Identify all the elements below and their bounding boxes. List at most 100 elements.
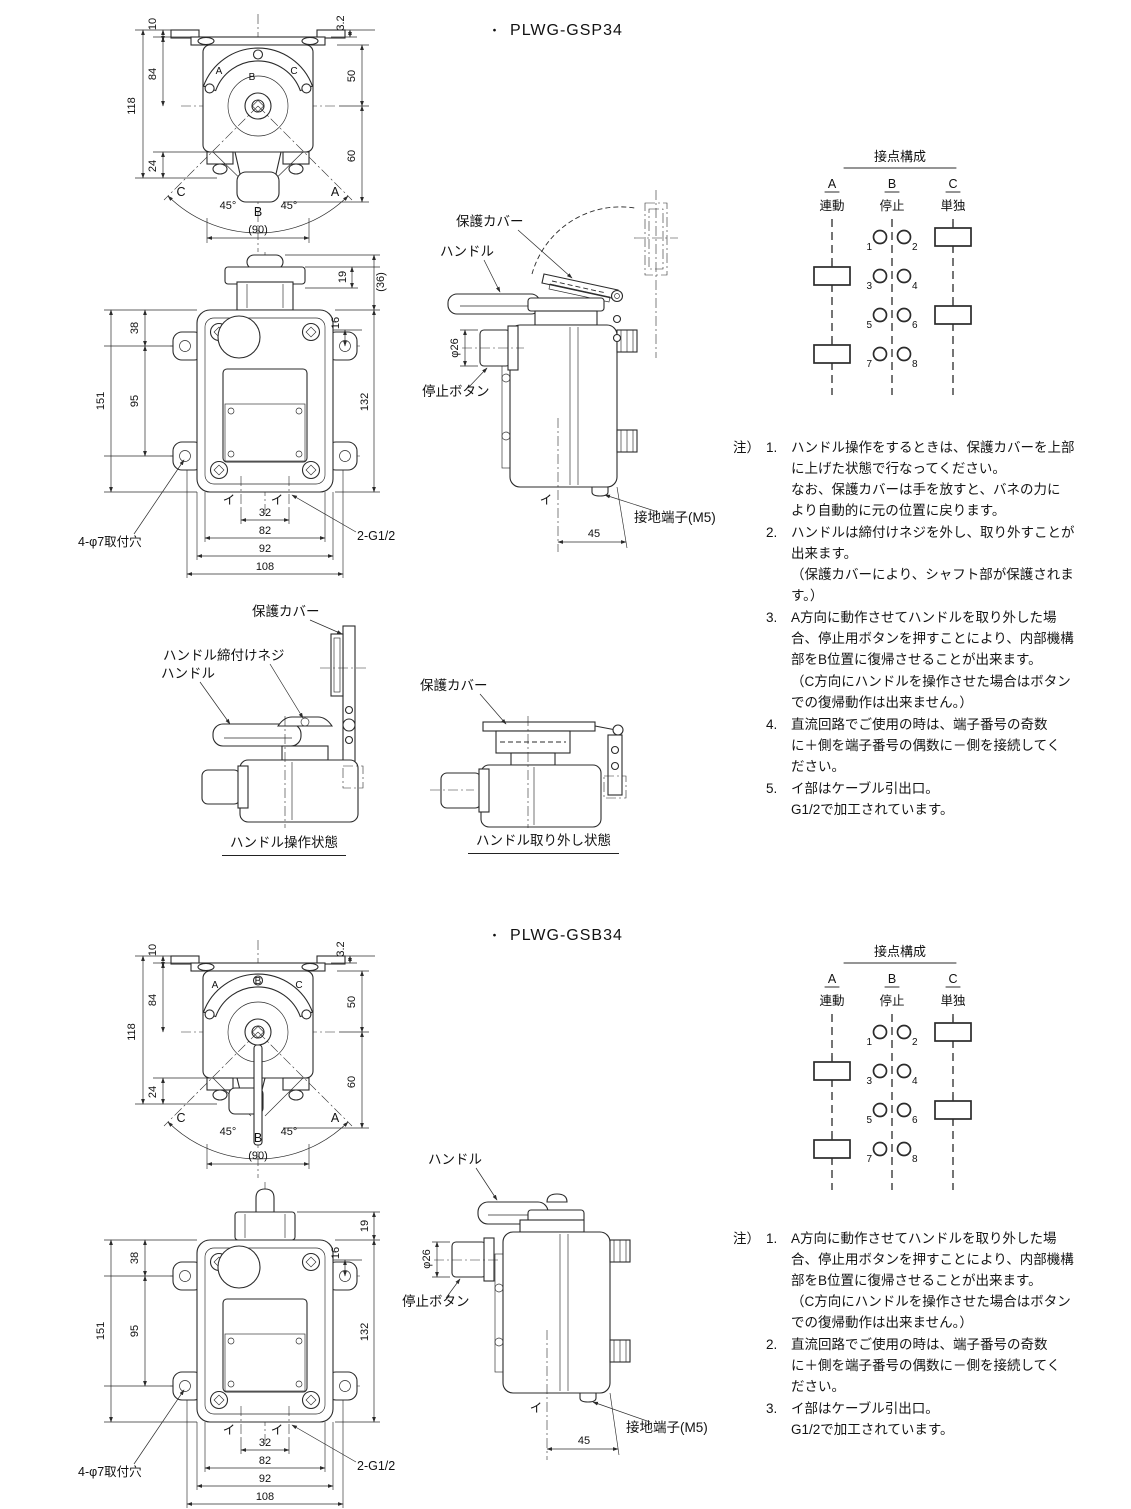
panel xyxy=(222,1298,308,1393)
device-outline xyxy=(430,716,627,828)
throw-fan: C A 45° B 45° xyxy=(163,1031,353,1160)
fan-label-a: A xyxy=(331,185,340,199)
dim-60: 60 xyxy=(346,150,358,162)
i-mark-left: イ xyxy=(223,493,236,507)
note-text: 直流回路でご使用の時は、端子番号の奇数 に＋側を端子番号の偶数に－側を接続してく… xyxy=(791,716,1061,774)
mount-hole-label: 4-φ7取付穴 xyxy=(78,1464,142,1479)
dim-38: 38 xyxy=(129,1252,141,1264)
terminal-1: 1 xyxy=(866,1037,872,1048)
contact-columns: 1 2 3 4 5 6 7 8 xyxy=(813,1014,972,1190)
callouts: 4-φ7取付穴 2-G1/2 xyxy=(78,459,395,549)
callouts: 保護カバー ハンドル φ26 停止ボタン イ 接地端子(M5) 45 xyxy=(422,214,716,549)
stop-button-label: 停止ボタン xyxy=(402,1293,470,1309)
note-item: 5.イ部はケーブル引出口。 G1/2で加工されています。 xyxy=(766,778,1113,820)
note-number: 1. xyxy=(766,1231,778,1246)
dim-118: 118 xyxy=(126,97,138,115)
i-mark: イ xyxy=(530,1401,543,1415)
contact-title: 接点構成 xyxy=(874,149,926,164)
note-text: ハンドルは締付けネジを外し、取り外すことが 出来ます。 （保護カバーにより、シャ… xyxy=(791,525,1075,604)
handle-removed-caption: ハンドル取り外し状態 xyxy=(468,829,619,854)
dim-84: 84 xyxy=(147,994,159,1006)
note-number: 3. xyxy=(766,1401,778,1417)
terminal-6: 6 xyxy=(912,320,918,331)
note-item: 2.ハンドルは締付けネジを外し、取り外すことが 出来ます。 （保護カバーにより、… xyxy=(766,522,1113,606)
title-bullet: ・ xyxy=(488,23,503,38)
cam-boxes xyxy=(813,1016,972,1165)
gsp-section-title: ・PLWG-GSP34 xyxy=(488,20,623,40)
terminal-5: 5 xyxy=(866,320,872,331)
gsb-contact-diagram: 接点構成 A B C 連動 停止 単独 1 2 3 4 5 6 7 xyxy=(813,944,972,1190)
terminal-4: 4 xyxy=(912,1076,918,1087)
dim-45: 45 xyxy=(578,1435,590,1447)
dial-label-b: B xyxy=(249,72,256,83)
fan-label-b: B xyxy=(254,1131,262,1145)
dim-151: 151 xyxy=(95,1322,107,1340)
terminal-5: 5 xyxy=(866,1115,872,1126)
terminal-2: 2 xyxy=(912,242,918,253)
terminal-row-2: 3 4 xyxy=(866,268,918,292)
dim-16: 16 xyxy=(330,317,342,329)
dial-labels: A B C xyxy=(212,976,303,991)
dim-132: 132 xyxy=(359,1323,371,1341)
dim-92: 92 xyxy=(259,1473,271,1485)
dim-118: 118 xyxy=(126,1023,138,1041)
note-item: 3.イ部はケーブル引出口。 G1/2で加工されています。 xyxy=(766,1398,1113,1440)
note-item: 3.A方向に動作させてハンドルを取り外した場 合、停止用ボタンを押すことにより、… xyxy=(766,607,1113,712)
dim-38: 38 xyxy=(129,322,141,334)
dim-95: 95 xyxy=(129,395,141,407)
fan-label-a: A xyxy=(331,1111,340,1125)
handle-shaft xyxy=(253,1044,263,1146)
note-number: 4. xyxy=(766,716,778,732)
terminal-1: 1 xyxy=(866,242,872,253)
note-number: 3. xyxy=(766,610,778,626)
stop-button-front xyxy=(217,315,261,359)
col-c-label: 単独 xyxy=(940,994,966,1008)
cover-label: 保護カバー xyxy=(252,604,320,619)
clamp-screw-label: ハンドル締付けネジ xyxy=(163,647,285,663)
gsb-side-view-drawing: ハンドル φ26 停止ボタン イ 接地端子(M5) 45 xyxy=(402,1152,708,1460)
ground-terminal xyxy=(591,486,609,497)
terminal-row-3: 5 6 xyxy=(866,307,918,331)
device-outline xyxy=(201,625,368,828)
dim-32: 32 xyxy=(259,507,271,519)
dim-16: 16 xyxy=(330,1247,342,1259)
contact-columns: 1 2 3 4 5 6 7 8 xyxy=(813,219,972,395)
dim-3-2: 3.2 xyxy=(335,15,347,30)
callouts: 保護カバー xyxy=(420,678,507,725)
dim-82: 82 xyxy=(259,525,271,537)
i-mark-right: イ xyxy=(271,1423,284,1437)
terminal-2: 2 xyxy=(912,1037,918,1048)
col-b-label: 停止 xyxy=(879,993,904,1008)
note-number: 5. xyxy=(766,780,778,796)
note-item: 1.ハンドル操作をするときは、保護カバーを上部 に上げた状態で行なってください。… xyxy=(766,437,1113,521)
mount-hole-label: 4-φ7取付穴 xyxy=(78,534,142,549)
stop-button-front xyxy=(217,1245,261,1289)
ground-terminal xyxy=(579,1392,597,1403)
fan-angle-right: 45° xyxy=(281,1126,298,1138)
dia-26-label: φ26 xyxy=(449,338,461,357)
device-outline xyxy=(434,1193,631,1460)
dim-19: 19 xyxy=(337,271,349,283)
terminal-row-1: 1 2 xyxy=(866,1024,918,1048)
cam-boxes xyxy=(813,221,972,370)
ground-terminal-label: 接地端子(M5) xyxy=(634,509,716,525)
conduit-label: 2-G1/2 xyxy=(357,529,395,543)
terminal-7: 7 xyxy=(866,1154,872,1165)
callouts: 4-φ7取付穴 2-G1/2 xyxy=(78,1389,395,1479)
stop-button-label: 停止ボタン xyxy=(422,383,490,399)
dial-label-a: A xyxy=(216,66,223,77)
col-c-label: 単独 xyxy=(940,199,966,213)
dial-labels: A B C xyxy=(216,66,298,83)
i-mark: イ xyxy=(540,493,553,507)
col-a-label: 連動 xyxy=(819,994,844,1008)
notes-head: 注） xyxy=(733,1231,760,1246)
i-mark-right: イ xyxy=(271,493,284,507)
dial-label-c: C xyxy=(295,980,302,991)
conduit-label: 2-G1/2 xyxy=(357,1459,395,1473)
gsp-front-view-drawing: イ イ 38 95 151 19 16 (36) 132 32 82 xyxy=(78,252,395,578)
gsb-front-view-drawing: イ イ 38 95 151 19 16 132 32 82 92 xyxy=(78,1182,395,1508)
fan-label-c: C xyxy=(176,1111,185,1125)
cover-label: 保護カバー xyxy=(456,214,524,229)
dim-84: 84 xyxy=(147,68,159,80)
dim-10: 10 xyxy=(147,18,159,30)
